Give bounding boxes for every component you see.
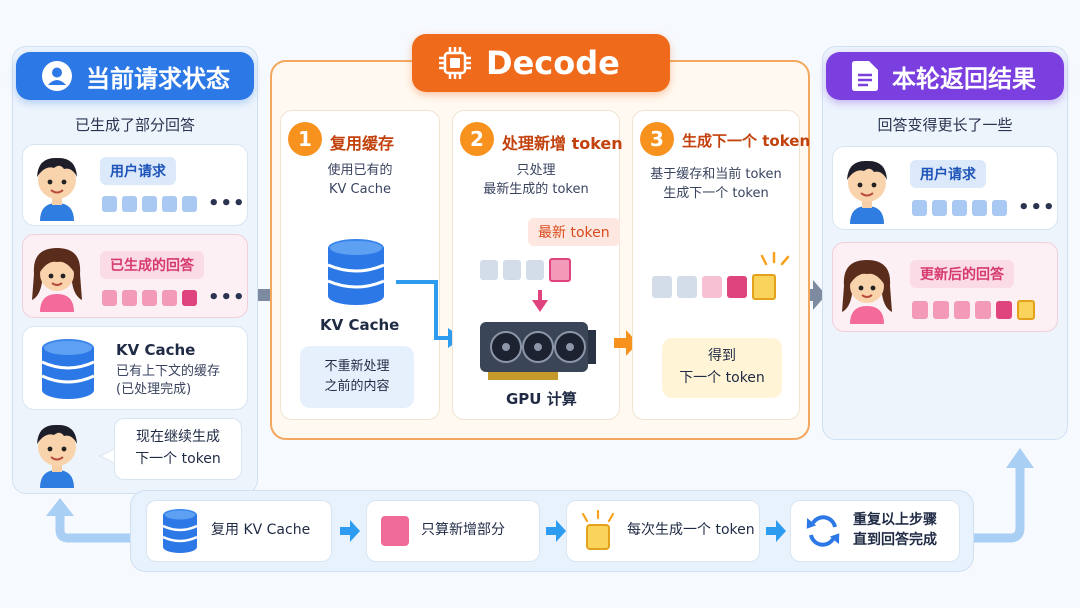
girl-avatar [842,260,892,324]
current-state-title: 当前请求状态 [86,64,230,93]
current-state-header: 当前请求状态 [16,52,254,100]
result-user-request-tokens: ••• [912,197,1056,218]
summary-step-label: 重复以上步骤 直到回答完成 [853,512,937,548]
token-block-next [752,274,776,300]
arrow-right-icon [546,520,566,542]
token-block [122,289,137,306]
ellipsis: ••• [208,287,246,308]
user-request-tokens: ••• [102,193,246,214]
decode-title: Decode [486,44,620,82]
token-block [954,301,970,319]
user-icon [42,61,72,91]
refresh-icon [806,515,840,547]
token-block [992,199,1007,216]
step-number: 2 [460,122,494,156]
token-block [102,289,117,306]
step-title: 处理新增 token [502,134,623,153]
arrow-right-icon [766,520,786,542]
token-block-new [1017,300,1035,320]
token-block [122,195,137,212]
summary-step-repeat-until-done: 重复以上步骤 直到回答完成 [790,500,960,562]
database-icon [162,509,198,553]
step-title: 复用缓存 [330,134,395,153]
decode-header: Decode [412,34,670,92]
result-title: 本轮返回结果 [892,64,1036,93]
kv-cache-title: KV Cache [116,341,196,359]
result-user-request-label: 用户请求 [910,160,986,188]
step3-tokens [652,274,776,300]
token-block [526,260,544,280]
kv-cache-description: 已有上下文的缓存 (已处理完成) [116,364,221,398]
summary-step-label: 只算新增部分 [421,522,505,539]
girl-avatar [32,248,82,312]
updated-answer-label: 更新后的回答 [910,260,1014,288]
token-block [102,195,117,212]
token-block [996,301,1012,319]
gpu-icon [480,322,596,380]
step-description: 使用已有的 KV Cache [327,163,393,197]
token-block [142,195,157,212]
sparkle-icon [760,251,790,266]
token-block [182,195,197,212]
generated-answer-label: 已生成的回答 [100,251,204,279]
step-title: 生成下一个 token [682,132,811,150]
database-icon [41,339,95,399]
token-block [503,260,521,280]
summary-step-label: 复用 KV Cache [211,522,311,539]
token-block [677,276,697,298]
step-description: 只处理 最新生成的 token [483,163,589,197]
token-block [932,199,947,216]
token-block [727,276,747,298]
summary-step-label: 每次生成一个 token [627,522,755,539]
user-request-label: 用户请求 [100,157,176,185]
pink-block-icon [381,516,409,546]
loop-arrow-right [966,448,1034,543]
token-block [652,276,672,298]
token-block [912,301,928,319]
boy-avatar [37,424,77,488]
token-block [182,289,197,306]
token-block [975,301,991,319]
token-block [162,289,177,306]
token-block [162,195,177,212]
summary-step-one-token-each-time: 每次生成一个 token [566,500,760,562]
token-block [952,199,967,216]
token-block-latest [549,258,571,282]
result-subtitle: 回答变得更长了一些 [877,116,1013,134]
ellipsis: ••• [208,193,246,214]
boy-avatar [37,157,77,221]
step2-tokens [480,258,571,282]
updated-answer-tokens [912,300,1035,320]
ellipsis: ••• [1018,197,1056,218]
arrow-right-icon [800,280,826,310]
chip-icon [439,47,471,79]
arrow-right-icon [340,520,360,542]
arrow-down-icon [532,290,548,312]
summary-step-compute-new-only: 只算新增部分 [366,500,540,562]
token-block [702,276,722,298]
document-icon [852,61,878,91]
token-block [912,199,927,216]
current-state-subtitle: 已生成了部分回答 [74,116,195,134]
speech-bubble: 现在继续生成 下一个 token [114,418,242,480]
gpu-compute-label: GPU 计算 [506,390,577,408]
database-icon [327,239,385,305]
token-block [933,301,949,319]
generated-answer-tokens: ••• [102,287,246,308]
step-number: 3 [640,122,674,156]
sparkle-block-icon [581,509,615,550]
step-number: 1 [288,122,322,156]
latest-token-label: 最新 token [528,218,620,246]
no-reprocess-note: 不重新处理 之前的内容 [300,346,414,408]
step-description: 基于缓存和当前 token 生成下一个 token [650,167,782,201]
token-block [972,199,987,216]
kv-cache-label: KV Cache [320,316,400,334]
loop-arrow-left [46,498,158,543]
token-block [142,289,157,306]
summary-step-reuse-kv-cache: 复用 KV Cache [146,500,332,562]
token-block [480,260,498,280]
boy-avatar [847,160,887,224]
result-header: 本轮返回结果 [826,52,1064,100]
next-token-note: 得到 下一个 token [662,338,782,398]
